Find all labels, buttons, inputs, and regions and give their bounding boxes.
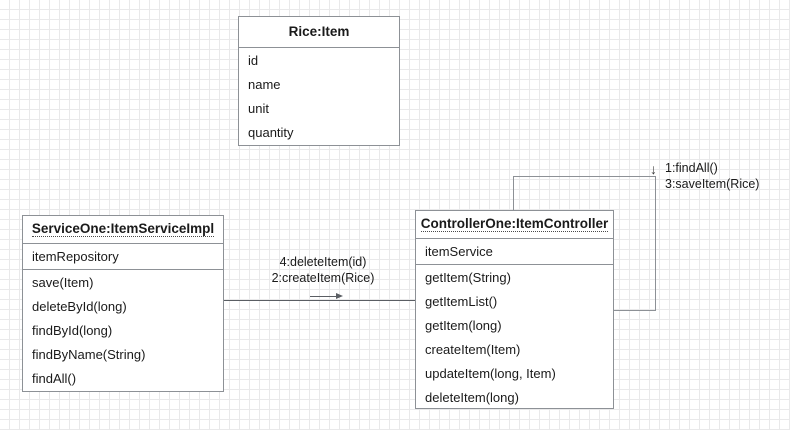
class-attribute-row: quantity [248, 124, 294, 140]
self-loop-segment-bottom [614, 310, 656, 311]
class-title-text: ControllerOne:ItemController [420, 215, 609, 233]
class-title-rice-item: Rice:Item [239, 17, 399, 48]
message-label-service-to-controller: 4:deleteItem(id) 2:createItem(Rice) [258, 254, 388, 286]
class-operation-row: deleteById(long) [32, 298, 127, 314]
self-loop-segment-top [513, 176, 656, 177]
class-operation-row: getItemList() [425, 293, 498, 309]
class-operation-row: save(Item) [32, 274, 94, 290]
message-line-1: 4:deleteItem(id) [279, 255, 367, 269]
class-attribute-row: id [248, 52, 259, 68]
class-operations-service-one: save(Item) deleteById(long) findById(lon… [23, 270, 223, 390]
class-title-service-one: ServiceOne:ItemServiceImpl [23, 216, 223, 244]
association-line-service-to-controller[interactable] [224, 300, 415, 301]
class-operation-row: deleteItem(long) [425, 389, 519, 405]
message-line-2: 2:createItem(Rice) [271, 271, 375, 285]
message-line-1: 1:findAll() [665, 161, 718, 175]
class-attributes-controller-one: itemService [416, 239, 613, 265]
association-arrow-shaft [310, 296, 337, 297]
class-attribute-row: unit [248, 100, 269, 116]
class-attribute-row: itemService [425, 244, 493, 259]
class-operation-row: findAll() [32, 370, 77, 386]
class-attributes-service-one: itemRepository [23, 244, 223, 270]
message-line-2: 3:saveItem(Rice) [665, 177, 760, 191]
class-operations-controller-one: getItem(String) getItemList() getItem(lo… [416, 265, 613, 409]
class-operation-row: updateItem(long, Item) [425, 365, 556, 381]
class-attributes-rice-item: id name unit quantity [239, 48, 399, 144]
self-loop-segment-right [655, 176, 656, 310]
class-box-controller-one[interactable]: ControllerOne:ItemController itemService… [415, 210, 614, 409]
message-label-controller-self: 1:findAll() 3:saveItem(Rice) [665, 160, 759, 192]
class-title-text: Rice:Item [288, 23, 350, 39]
class-operation-row: findByName(String) [32, 346, 146, 362]
class-title-text: ServiceOne:ItemServiceImpl [31, 220, 215, 238]
class-operation-row: getItem(long) [425, 317, 502, 333]
class-operation-row: createItem(Item) [425, 341, 521, 357]
arrow-down-icon: ↓ [650, 161, 657, 177]
class-box-service-one[interactable]: ServiceOne:ItemServiceImpl itemRepositor… [22, 215, 224, 392]
class-operation-row: getItem(String) [425, 269, 511, 285]
class-attribute-row: name [248, 76, 281, 92]
class-attribute-row: itemRepository [32, 249, 119, 264]
class-title-controller-one: ControllerOne:ItemController [416, 211, 613, 239]
class-operation-row: findById(long) [32, 322, 113, 338]
arrow-right-icon [336, 293, 343, 299]
self-loop-segment-up [513, 176, 514, 211]
class-box-rice-item[interactable]: Rice:Item id name unit quantity [238, 16, 400, 146]
